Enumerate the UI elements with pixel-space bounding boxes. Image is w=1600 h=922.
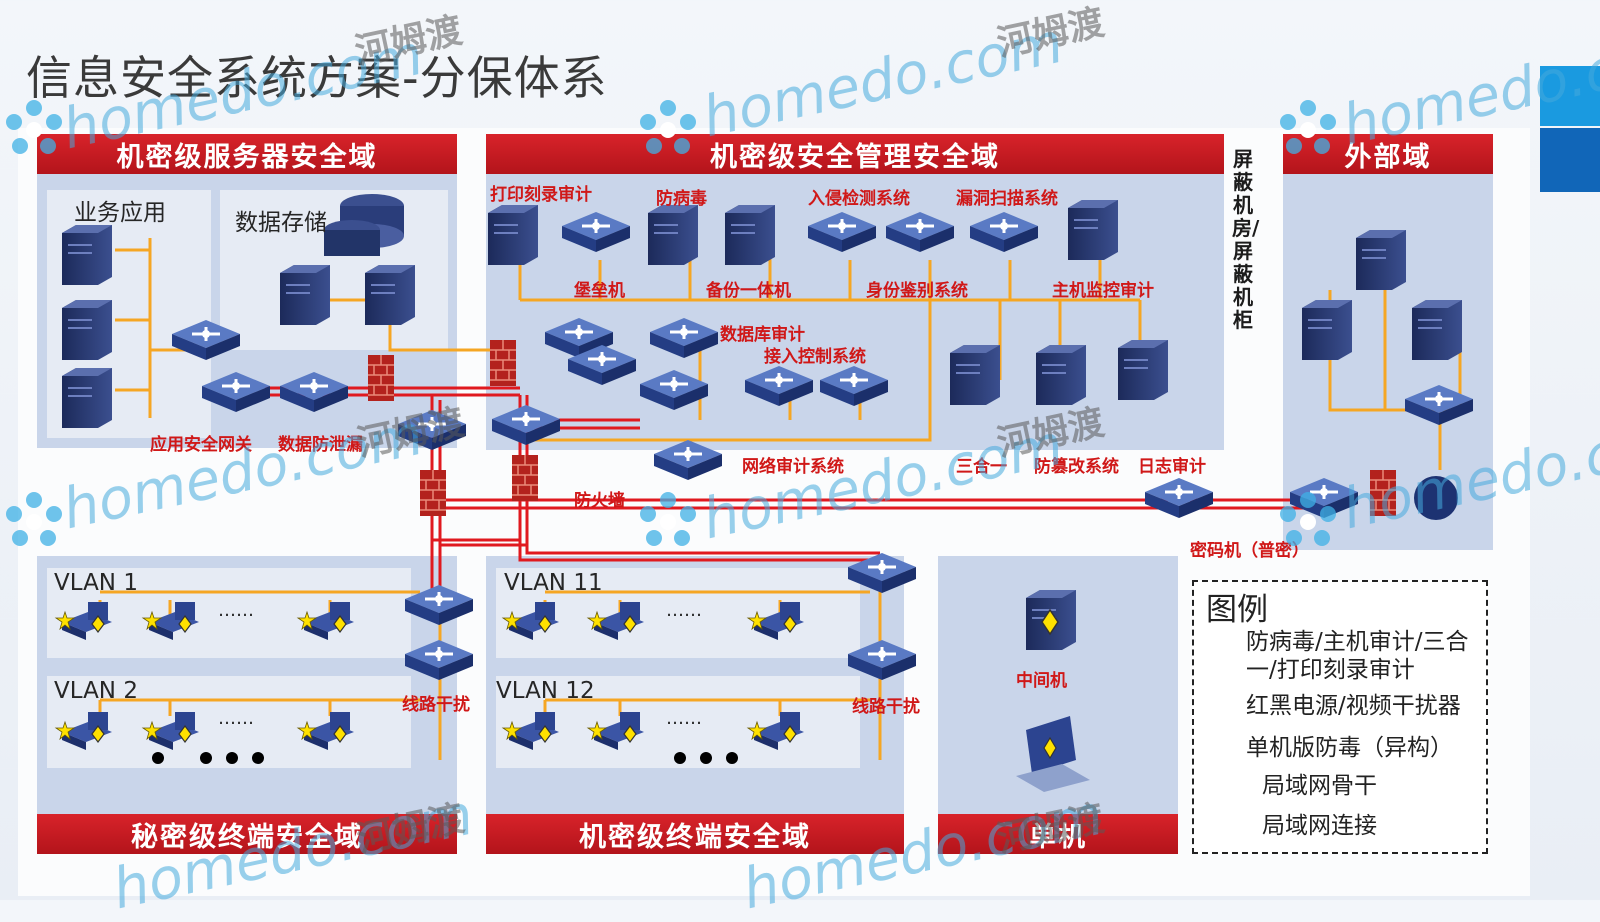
firewall-label: 防火墙 [574,491,625,511]
app-server-2 [61,299,113,361]
vlan11-label: VLAN 11 [504,570,603,596]
shield-room-label: 屏蔽机房/屏蔽机柜 [1232,147,1260,332]
storage-server-2 [364,264,416,326]
dots-vlan1: …… [218,600,254,621]
antivirus-label: 防病毒 [656,189,707,209]
business-app-label: 业务应用 [74,200,166,226]
classified-terminal-zone-bar: 机密级终端安全域 [486,814,904,854]
ids-label: 入侵检测系统 [808,189,910,209]
log-audit-label: 日志审计 [1138,457,1206,477]
three-in-one-label: 三合一 [956,457,1007,477]
page-title: 信息安全系统方案-分保体系 [26,51,608,105]
dots-vlan2: …… [218,708,254,729]
secret-terminal-zone-bar: 秘密级终端安全域 [37,814,457,854]
dlp-label: 数据防泄漏 [278,435,363,455]
line-jam-left-label: 线路干扰 [402,695,470,715]
flower-logo-icon [6,100,62,154]
mgmt-zone-bar: 机密级安全管理安全域 [486,134,1224,174]
flower-logo-icon [640,100,696,154]
legend: 图例 防病毒/主机审计/三合一/打印刻录审计 红黑电源/视频干扰器 单机版防毒（… [1192,580,1488,854]
backup-label: 备份一体机 [706,281,791,301]
app-gateway-label: 应用安全网关 [150,435,252,455]
vuln-scan-label: 漏洞扫描系统 [956,189,1058,209]
corner-accent-top [1540,66,1600,126]
vlan2-label: VLAN 2 [54,678,138,704]
host-audit-label: 主机监控审计 [1052,281,1154,301]
vlan1-label: VLAN 1 [54,570,138,596]
flower-logo-icon [640,492,696,546]
print-audit-label: 打印刻录审计 [490,185,592,205]
server-zone-bar: 机密级服务器安全域 [37,134,457,174]
standalone-zone-bar: 单机 [938,814,1178,854]
crypto-label: 密码机（普密） [1190,541,1309,561]
app-server-1 [61,224,113,286]
access-ctrl-label: 接入控制系统 [764,347,866,367]
legend-title: 图例 [1206,592,1268,628]
app-server-3 [61,367,113,429]
middle-machine-label: 中间机 [1016,671,1067,691]
flower-logo-icon [1280,100,1336,154]
anti-tamper-label: 防篡改系统 [1034,457,1119,477]
vlan12-label: VLAN 12 [496,678,595,704]
line-jam-right-label: 线路干扰 [852,697,920,717]
net-audit-label: 网络审计系统 [742,457,844,477]
dots-vlan11: …… [666,600,702,621]
db-audit-label: 数据库审计 [720,325,805,345]
dots-vlan12: …… [666,708,702,729]
bastion-label: 堡垒机 [574,281,625,301]
storage-server-1 [279,264,331,326]
identity-label: 身份鉴别系统 [866,281,968,301]
flower-logo-icon [1280,492,1336,546]
flower-logo-icon [6,492,62,546]
corner-accent-bottom [1540,128,1600,192]
data-storage-label: 数据存储 [235,210,327,236]
